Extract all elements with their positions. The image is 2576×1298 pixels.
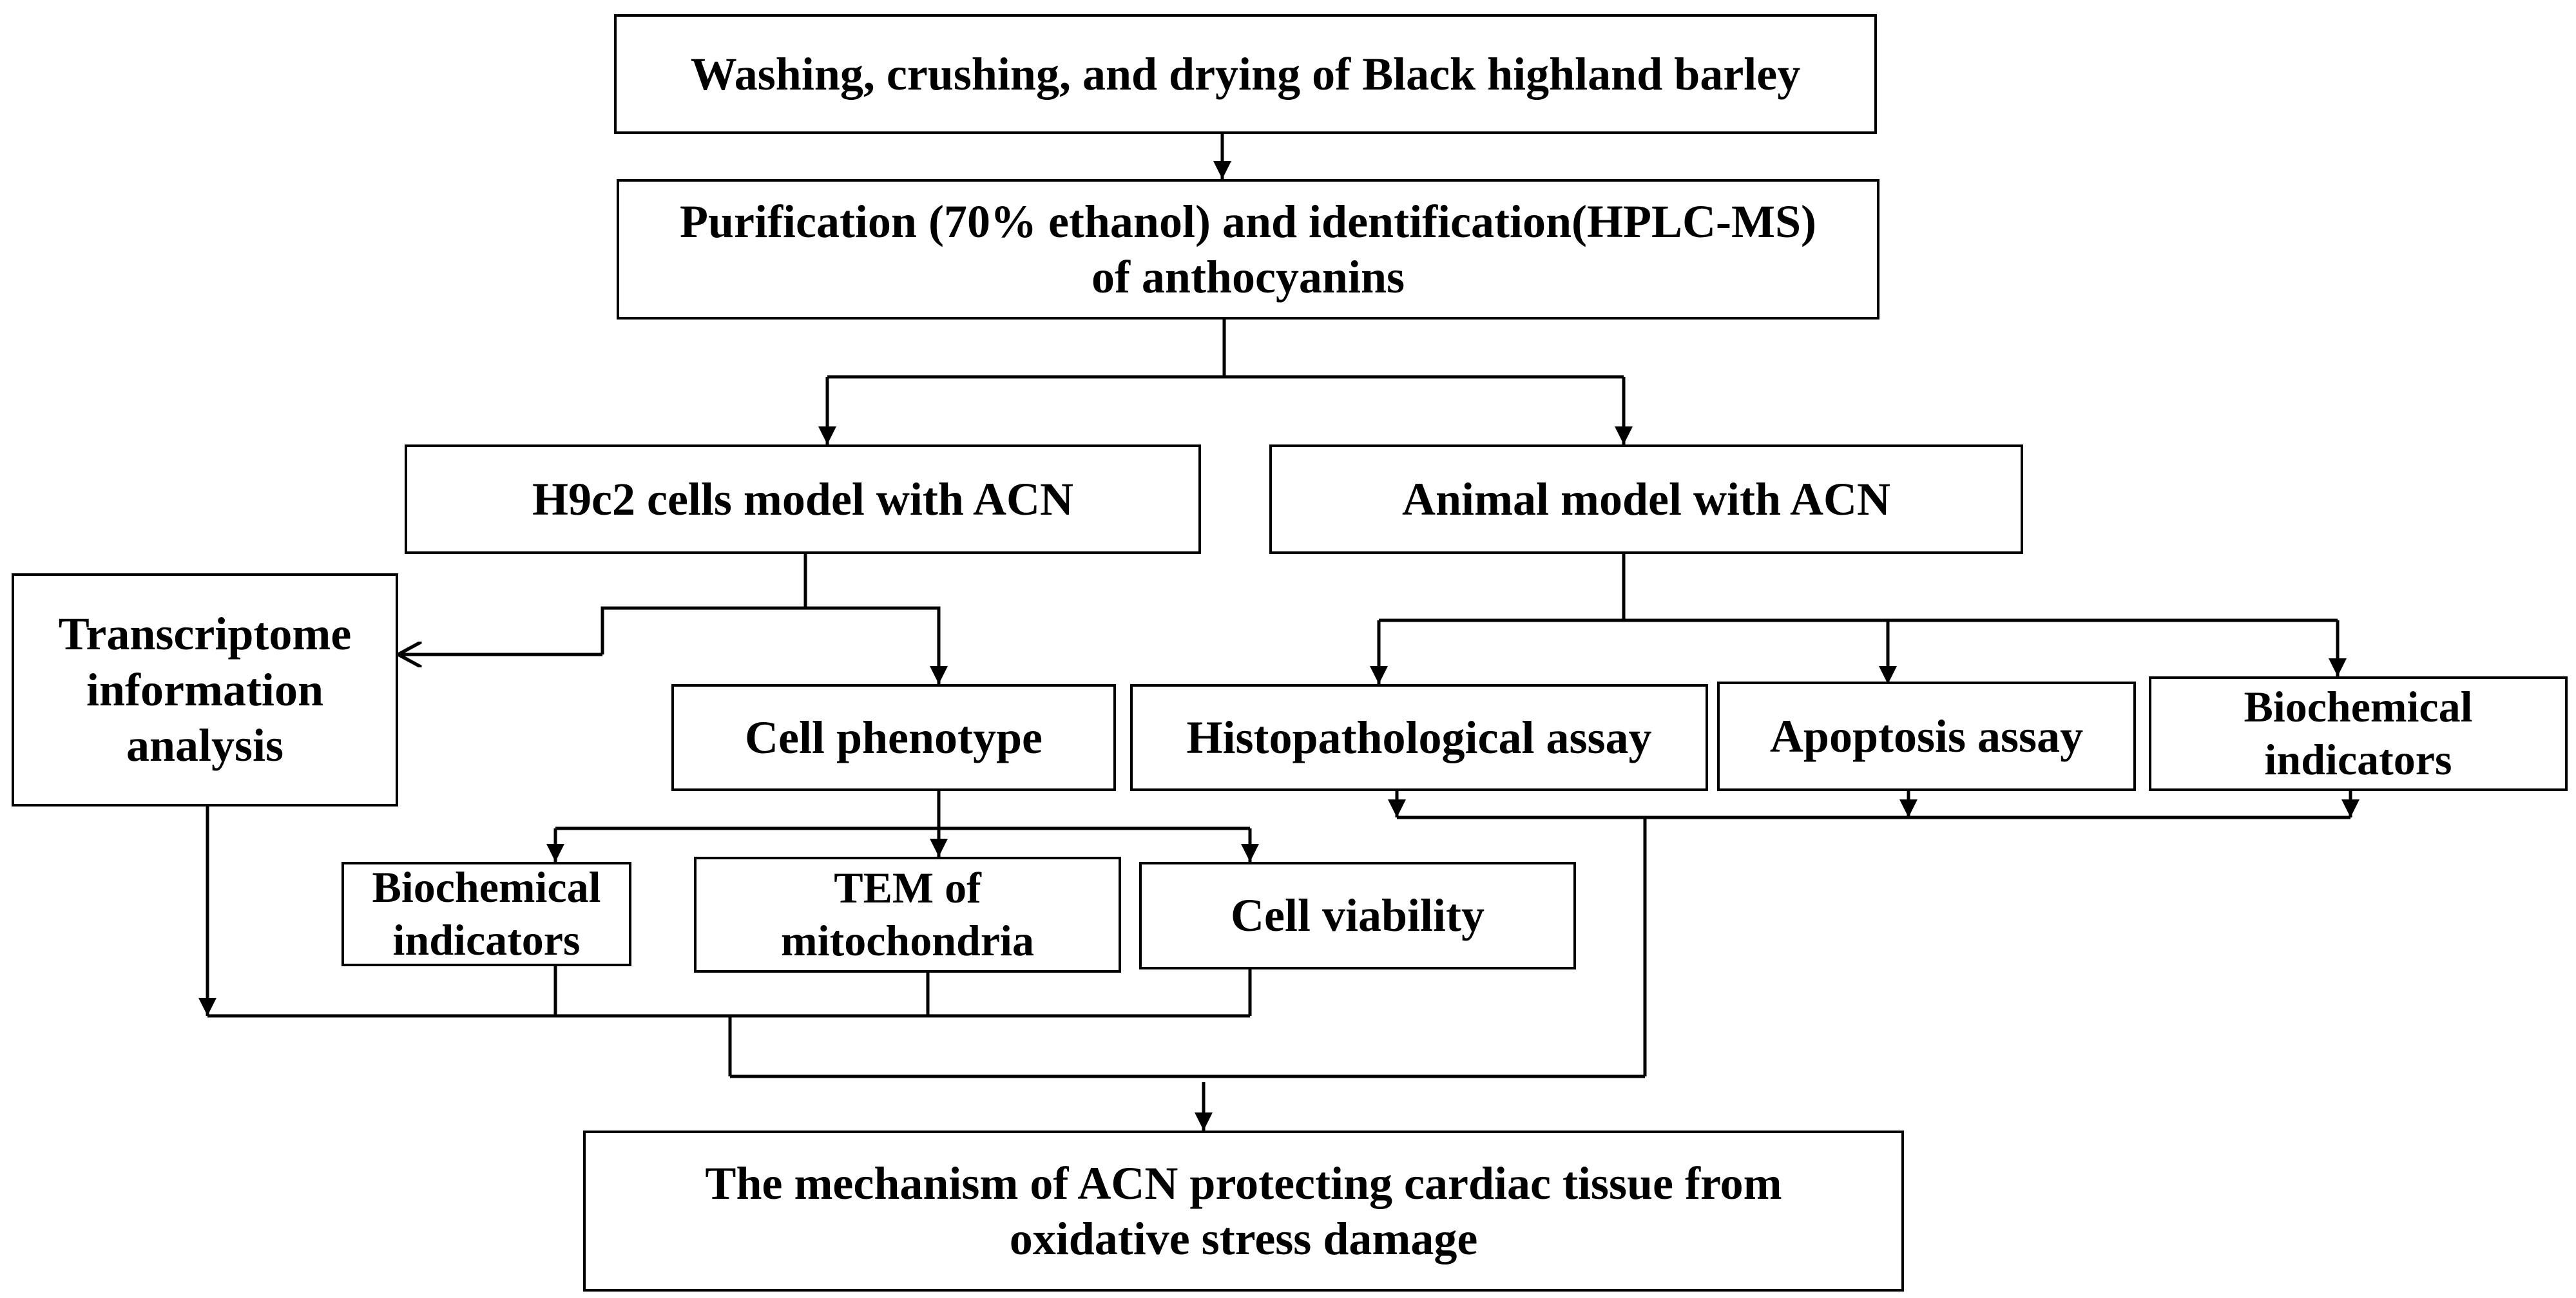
node-cell-viability-label: Cell viability bbox=[1231, 890, 1485, 942]
node-tem-label: TEM of mitochondria bbox=[781, 863, 1034, 965]
node-biochemical-animal: Biochemical indicators bbox=[2149, 676, 2568, 791]
node-transcriptome-label: Transcriptome information analysis bbox=[58, 608, 352, 772]
node-biochemical-animal-label: Biochemical indicators bbox=[2244, 682, 2473, 784]
node-washing-label: Washing, crushing, and drying of Black h… bbox=[690, 48, 1801, 100]
node-h9c2: H9c2 cells model with ACN bbox=[405, 444, 1201, 554]
node-h9c2-label: H9c2 cells model with ACN bbox=[532, 473, 1073, 525]
node-cell-phenotype: Cell phenotype bbox=[671, 684, 1116, 791]
arrow-to-cell-phenotype bbox=[805, 606, 948, 684]
node-mechanism: The mechanism of ACN protecting cardiac … bbox=[583, 1131, 1904, 1292]
node-animal-label: Animal model with ACN bbox=[1401, 473, 1891, 525]
node-cell-viability: Cell viability bbox=[1139, 862, 1576, 969]
node-tem: TEM of mitochondria bbox=[694, 857, 1121, 973]
node-histopathological-label: Histopathological assay bbox=[1186, 711, 1652, 763]
line-cell-collector bbox=[207, 966, 1252, 1018]
node-purification-label: Purification (70% ethanol) and identific… bbox=[680, 195, 1816, 303]
node-animal: Animal model with ACN bbox=[1269, 444, 2023, 554]
node-apoptosis-label: Apoptosis assay bbox=[1769, 710, 2084, 762]
node-apoptosis: Apoptosis assay bbox=[1717, 682, 2136, 791]
node-purification: Purification (70% ethanol) and identific… bbox=[617, 179, 1879, 320]
line-purification-split bbox=[827, 320, 1624, 379]
node-cell-phenotype-label: Cell phenotype bbox=[744, 711, 1043, 763]
node-biochemical-cell: Biochemical indicators bbox=[341, 862, 631, 966]
node-biochemical-cell-label: Biochemical indicators bbox=[372, 863, 601, 964]
node-washing: Washing, crushing, and drying of Black h… bbox=[614, 14, 1877, 134]
node-transcriptome: Transcriptome information analysis bbox=[12, 573, 398, 806]
node-histopathological: Histopathological assay bbox=[1130, 684, 1708, 791]
node-mechanism-label: The mechanism of ACN protecting cardiac … bbox=[705, 1157, 1782, 1265]
line-phenotype-split bbox=[555, 791, 1250, 830]
line-h9c2-down bbox=[601, 554, 807, 654]
line-animal-split bbox=[1379, 554, 2338, 622]
